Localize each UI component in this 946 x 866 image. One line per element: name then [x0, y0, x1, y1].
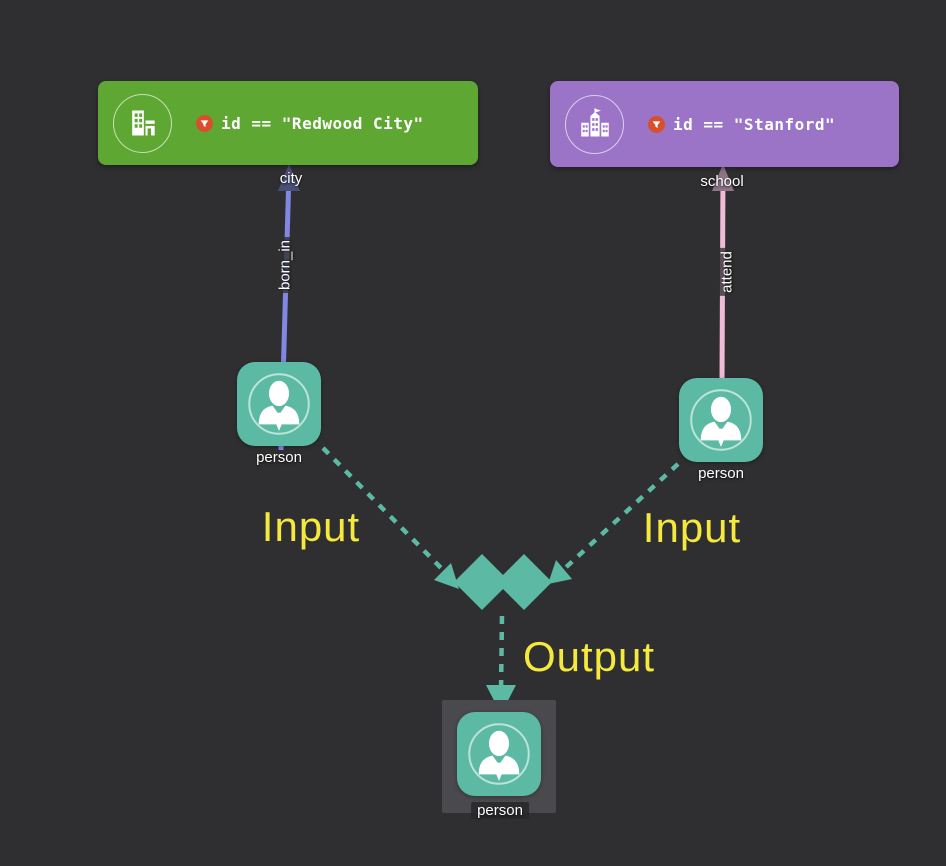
person-icon — [468, 723, 530, 785]
input-flow-left-edge — [321, 446, 459, 589]
city-vertex-box[interactable]: id == "Redwood City" — [98, 81, 478, 165]
input-label-right: Input — [642, 504, 742, 551]
person-node-left[interactable] — [237, 362, 321, 446]
person-icon — [248, 373, 310, 435]
filter-icon — [196, 114, 213, 132]
person-left-label: person — [256, 449, 302, 466]
edge-label-born-in: born_in — [276, 236, 294, 294]
person-node-output[interactable] — [457, 712, 541, 796]
city-buildings-icon — [113, 93, 172, 153]
input-flow-right-edge — [548, 462, 680, 584]
edge-label-attend: attend — [718, 248, 736, 296]
person-node-right[interactable] — [679, 378, 763, 462]
filter-icon — [648, 115, 665, 133]
school-filter-expression: id == "Stanford" — [673, 114, 836, 134]
school-building-icon — [565, 94, 624, 154]
school-box-label: school — [700, 173, 744, 190]
person-right-label: person — [698, 465, 744, 482]
input-label-left: Input — [261, 503, 361, 550]
city-box-label: city — [279, 170, 303, 187]
merge-diamond-icon[interactable] — [454, 554, 552, 610]
person-output-label: person — [471, 802, 529, 819]
city-filter-expression: id == "Redwood City" — [221, 113, 424, 133]
output-flow-edge — [486, 615, 516, 714]
school-vertex-box[interactable]: id == "Stanford" — [550, 81, 899, 167]
output-label: Output — [522, 633, 656, 680]
person-icon — [690, 389, 752, 451]
